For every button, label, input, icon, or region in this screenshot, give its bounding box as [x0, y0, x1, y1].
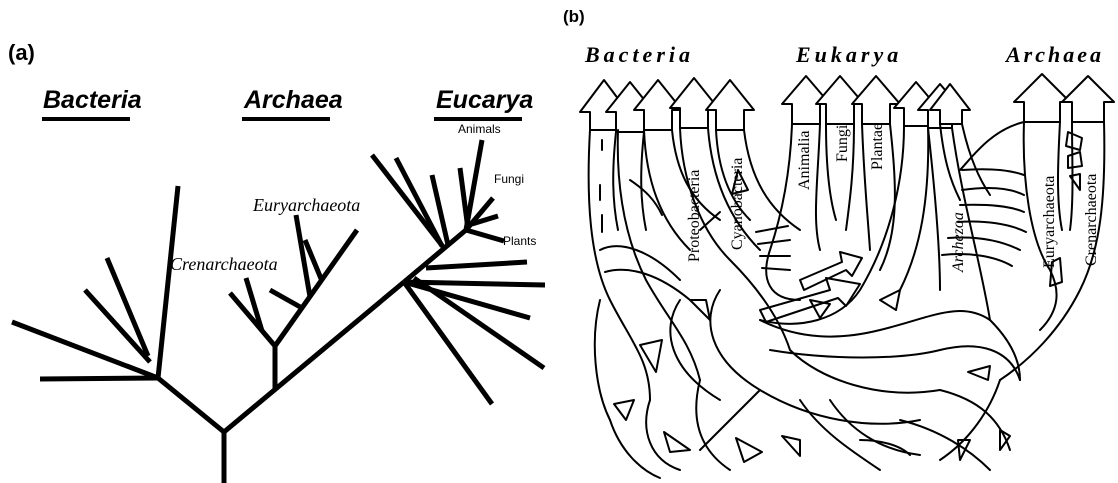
reticulate-tubes: [589, 122, 1105, 478]
label-crenarchaeota: Crenarchaeota: [170, 254, 278, 274]
panel-b-label: (b): [563, 7, 585, 26]
label-archezoa: Archezoa: [950, 212, 967, 273]
lineage-arrowheads: [580, 74, 1114, 132]
label-fungi-b: Fungi: [834, 124, 851, 162]
panel-a-label: (a): [8, 40, 35, 65]
domain-label-archaea: Archaea: [243, 86, 343, 114]
phylogenetic-tree: [12, 140, 545, 483]
label-cyanobacteria: Cyanobacteria: [729, 158, 746, 250]
label-euryarchaeota: Euryarchaeota: [252, 195, 360, 215]
label-proteobacteria: Proteobacteria: [686, 170, 703, 262]
domain-label-archaea-b: Archaea: [1004, 42, 1104, 67]
domain-label-bacteria-b: Bacteria: [584, 42, 694, 67]
domain-label-bacteria: Bacteria: [43, 86, 142, 114]
domain-label-eukarya-b: Eukarya: [795, 42, 902, 67]
panel-b: (b) Bacteria Eukarya Archaea: [563, 7, 1114, 478]
label-animals: Animals: [458, 122, 501, 136]
label-crenarchaeota-b: Crenarchaeota: [1083, 174, 1100, 266]
label-plantae: Plantae: [869, 123, 886, 170]
domain-label-eucarya: Eucarya: [436, 86, 533, 114]
label-fungi: Fungi: [494, 172, 524, 186]
panel-a: (a) Bacteria Archaea Eucarya: [8, 40, 545, 483]
label-plants: Plants: [503, 234, 536, 248]
label-euryarchaeota-b: Euryarchaeota: [1041, 176, 1058, 268]
label-animalia: Animalia: [796, 130, 813, 190]
